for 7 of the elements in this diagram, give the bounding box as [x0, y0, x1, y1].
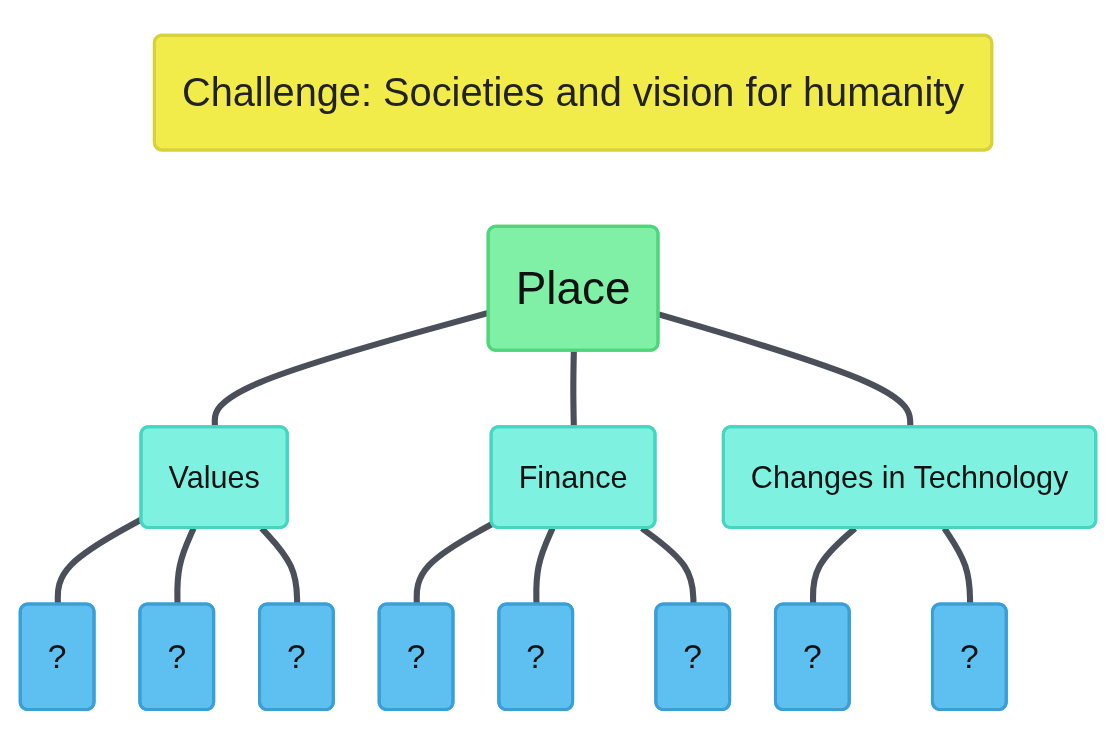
connector: [657, 311, 914, 428]
connector: [211, 309, 490, 428]
connector: [413, 520, 495, 605]
connector: [941, 526, 974, 605]
connector: [174, 526, 197, 605]
connector: [570, 350, 577, 428]
connector: [533, 526, 556, 605]
